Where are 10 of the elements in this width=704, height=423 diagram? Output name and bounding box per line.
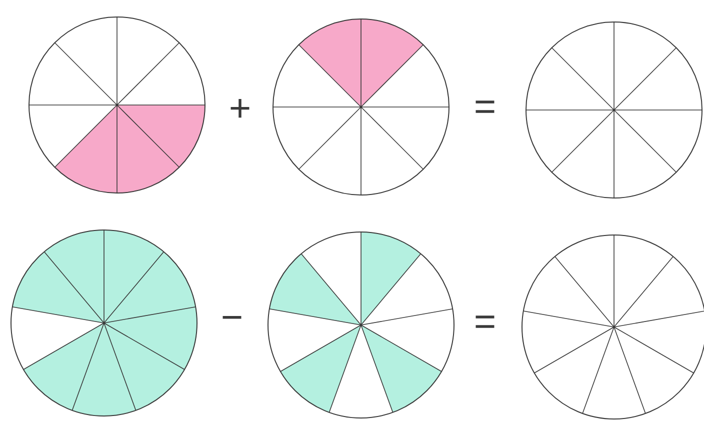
fraction-circle <box>268 232 454 418</box>
fraction-circle <box>272 18 450 196</box>
operator-sign: = <box>476 100 494 113</box>
fraction-circle <box>526 22 702 198</box>
fraction-circle <box>10 230 198 416</box>
fraction-circle <box>522 234 704 420</box>
fraction-circle <box>28 16 206 194</box>
operator-sign: − <box>222 316 242 319</box>
operator-sign: + <box>230 99 250 118</box>
operator-sign: = <box>476 316 494 328</box>
